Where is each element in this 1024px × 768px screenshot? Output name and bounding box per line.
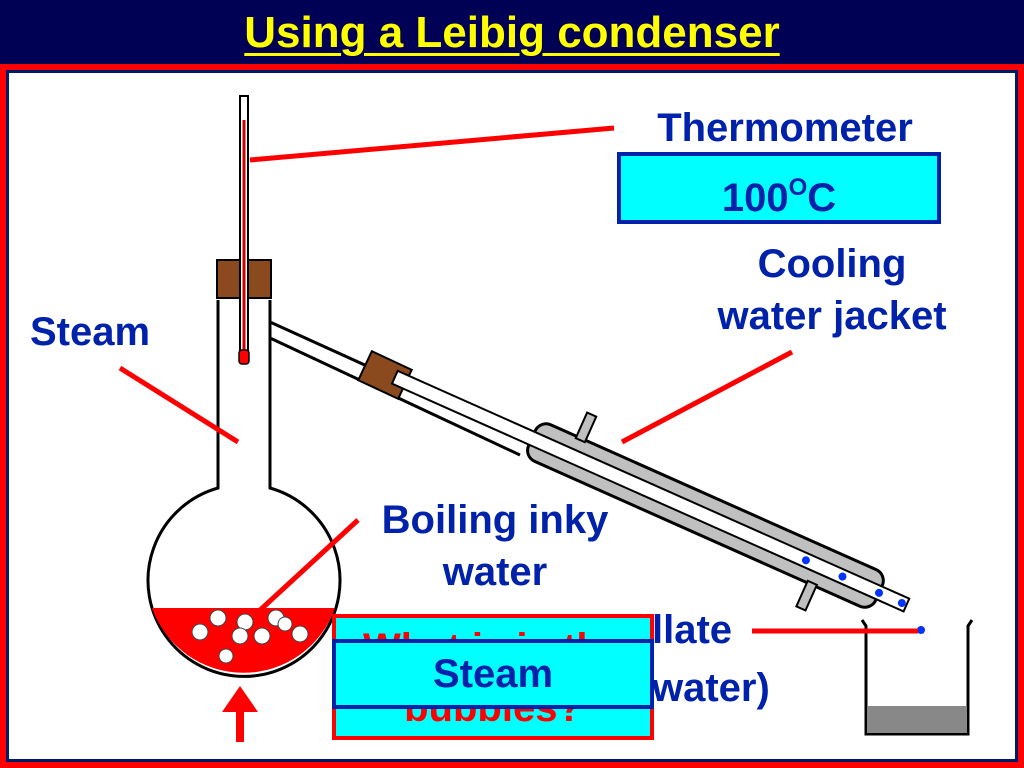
answer-box: Steam [332, 639, 654, 709]
liebig-condenser [390, 369, 911, 613]
label-cooling-water-jacket: Cooling water jacket [717, 242, 947, 338]
thermometer [238, 95, 250, 365]
temperature-unit: C [807, 176, 837, 220]
round-bottom-flask [146, 300, 342, 678]
temperature-box: 100OC [617, 152, 941, 224]
temperature-value: 100 [721, 176, 789, 220]
label-steam: Steam [29, 310, 151, 354]
heat-arrow-icon [222, 686, 258, 742]
label-thermometer: Thermometer [657, 106, 913, 150]
distillate-drop [917, 626, 925, 634]
slide-title: Using a Leibig condenser [244, 8, 780, 57]
temperature-superscript: O [788, 174, 808, 201]
label-boiling-inky-water: Boiling inky water [381, 498, 609, 594]
label-water-partial: water) [652, 666, 770, 710]
bubbles [191, 609, 309, 664]
beaker [860, 619, 974, 736]
label-distillate-partial: llate [652, 608, 733, 652]
pointer-lines [118, 125, 918, 634]
